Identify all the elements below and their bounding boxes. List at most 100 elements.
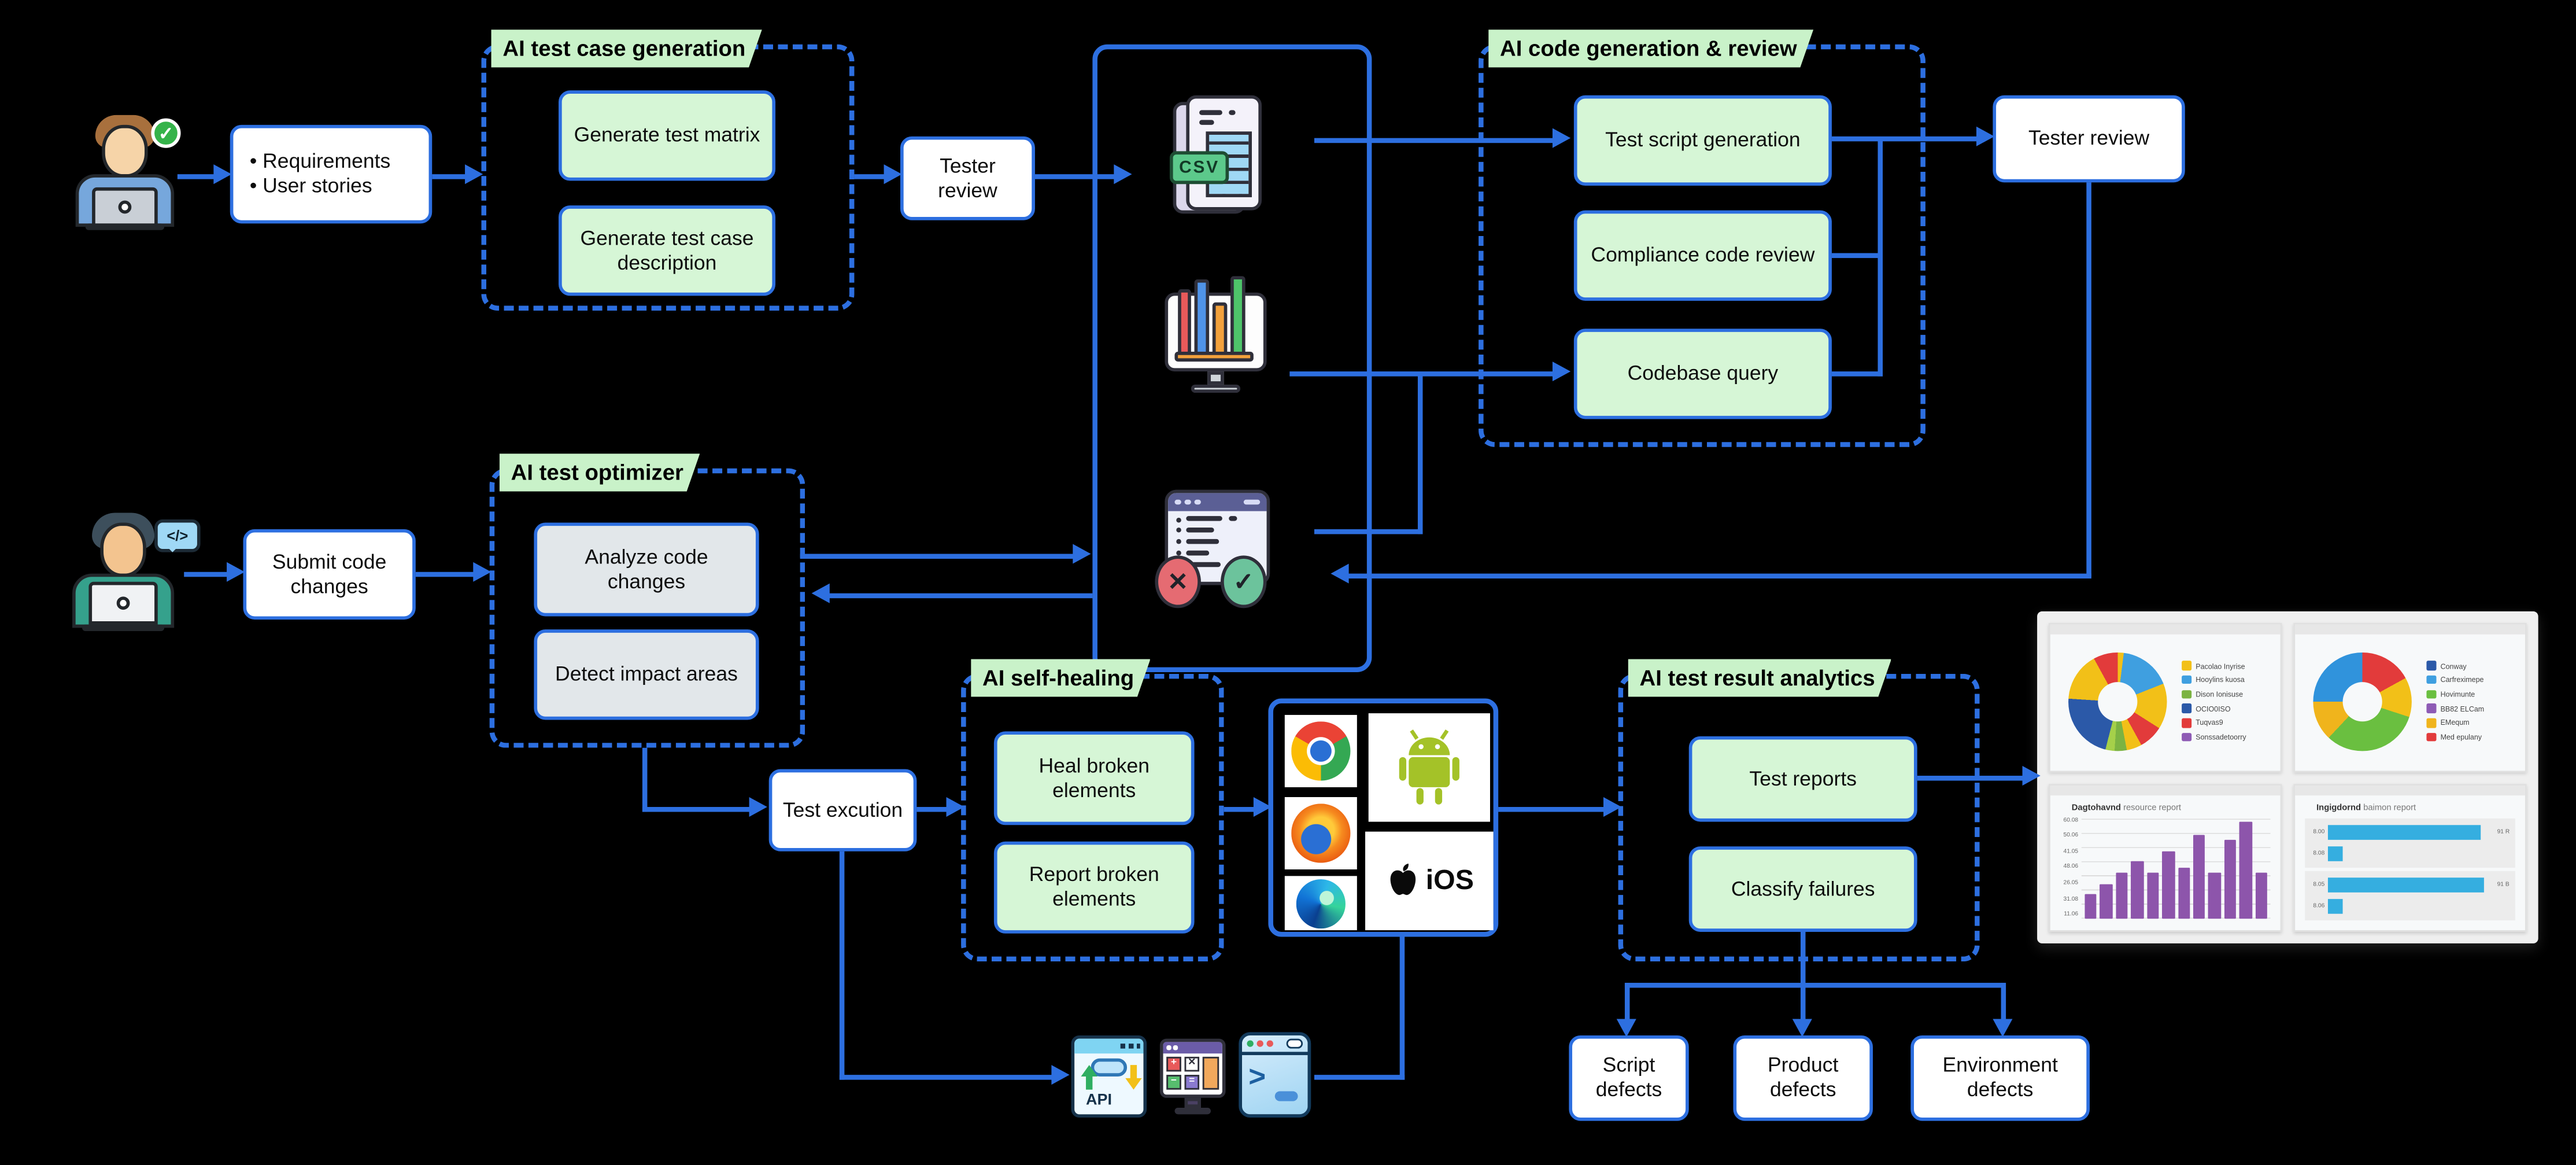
test-execution-box: Test excution [768, 769, 917, 851]
donut-chart-1 [2068, 652, 2167, 751]
edge-submit-optimizer [415, 572, 476, 577]
pass-check-icon: ✓ [1221, 555, 1267, 609]
bar [2162, 850, 2175, 919]
edge-requirements-testcasegen [432, 174, 468, 179]
bar [2239, 821, 2252, 919]
bar [2146, 872, 2159, 919]
edge-approver-requirements [177, 174, 217, 179]
edge-classify-split-h [1624, 983, 2005, 988]
edge-tile [1284, 876, 1357, 931]
ui-testing-monitor-icon: + ✕ − = [1159, 1038, 1229, 1121]
firefox-icon [1291, 803, 1351, 863]
group-title-test-case-generation: AI test case generation [491, 30, 762, 67]
group-title-test-optimizer: AI test optimizer [500, 454, 700, 491]
submit-code-changes-box: Submit code changes [243, 529, 416, 620]
edge-testerreview2-feedback-h [1347, 573, 2091, 579]
analyst-face [102, 124, 148, 178]
edge-platforms-analytics [1498, 807, 1607, 812]
bar [2255, 872, 2268, 919]
ios-tile: iOS [1365, 831, 1494, 931]
edge-classify-split-v [1800, 931, 1806, 986]
hbar [2327, 824, 2481, 839]
environment-defects-box: Environment defects [1910, 1035, 2090, 1121]
edge-testexec-selfhealing [916, 807, 950, 812]
edge-optimizer-artifacts [800, 554, 1076, 559]
fail-x-icon: ✕ [1155, 555, 1201, 609]
android-icon [1399, 729, 1459, 805]
requirements-user-stories-box: • Requirements • User stories [230, 124, 433, 224]
legend-item: Tuqvas9 [2182, 718, 2246, 728]
bar [2193, 834, 2205, 919]
legend-item: Hooylins kuosa [2182, 675, 2246, 685]
group-title-self-healing: AI self-healing [971, 659, 1150, 696]
edge-testexec-tools-v [839, 851, 845, 1080]
analyst-approver-icon: ✓ [62, 115, 191, 234]
edge-tools-platforms-v [1399, 937, 1405, 1080]
legend-item: EMequm [2426, 718, 2484, 728]
csv-label: CSV [1169, 151, 1229, 185]
ios-label: iOS [1425, 864, 1474, 896]
group-title-result-analytics: AI test result analytics [1628, 659, 1891, 696]
group-ai-test-case-generation: AI test case generation [481, 45, 855, 311]
hbar [2327, 898, 2343, 914]
terminal-prompt-icon: > [1248, 1060, 1266, 1093]
developer-face [100, 522, 146, 577]
hbar [2327, 877, 2484, 893]
script-defects-box: Script defects [1569, 1035, 1689, 1121]
classify-failures-box: Classify failures [1688, 846, 1917, 932]
analyze-code-changes-box: Analyze code changes [534, 522, 759, 617]
approval-check-icon: ✓ [151, 118, 181, 148]
edge-developer-submit [184, 572, 230, 577]
legend-item: OCIO0ISO [2182, 704, 2246, 713]
code-speech-bubble-icon: </> [154, 519, 201, 552]
product-defects-box: Product defects [1733, 1035, 1873, 1121]
codebase-library-icon [1165, 276, 1270, 404]
codebase-query-box: Codebase query [1573, 329, 1832, 419]
edge-codebase-codebasequery [1289, 371, 1556, 377]
group-ai-test-result-analytics: AI test result analytics [1618, 674, 1980, 962]
artifacts-box [1092, 44, 1372, 673]
legend-item: Conway [2426, 661, 2484, 670]
edge-testerreview1-artifacts [1034, 174, 1118, 179]
legend-item: Carfreximepe [2426, 675, 2484, 685]
edge-icon [1296, 878, 1346, 928]
bar [2085, 894, 2097, 919]
detect-impact-areas-box: Detect impact areas [534, 629, 759, 720]
bar [2208, 872, 2221, 919]
generate-test-matrix-box: Generate test matrix [559, 90, 776, 181]
edge-testcasegen-testerreview1 [854, 174, 888, 179]
edge-testscriptgen-testerreview2 [1831, 136, 1980, 142]
compliance-code-review-box: Compliance code review [1573, 210, 1832, 301]
edge-testexec-tools-h [839, 1075, 1055, 1080]
firefox-tile [1284, 797, 1357, 869]
edge-selfhealing-platforms [1224, 807, 1257, 812]
developer-icon: </> [62, 513, 201, 634]
edge-optimizer-testexec-v [642, 747, 648, 812]
edge-tools-platforms-h [1314, 1075, 1405, 1080]
bar [2131, 861, 2143, 919]
tester-review-2-box: Tester review [1993, 95, 2185, 183]
donut-chart-2 [2313, 652, 2412, 751]
chrome-icon [1291, 721, 1351, 781]
edge-testerreview2-feedback-v [2086, 182, 2091, 577]
group-ai-test-optimizer: AI test optimizer [489, 469, 805, 748]
test-results-window-icon: ✕ ✓ [1155, 489, 1280, 615]
bar [2224, 839, 2237, 919]
hbar [2327, 846, 2343, 861]
apple-icon [1390, 862, 1415, 894]
bar [2100, 884, 2113, 919]
edge-csv-testscriptgen [1314, 138, 1556, 143]
legend-item: Hovimunte [2426, 690, 2484, 699]
report-broken-elements-box: Report broken elements [993, 841, 1195, 934]
